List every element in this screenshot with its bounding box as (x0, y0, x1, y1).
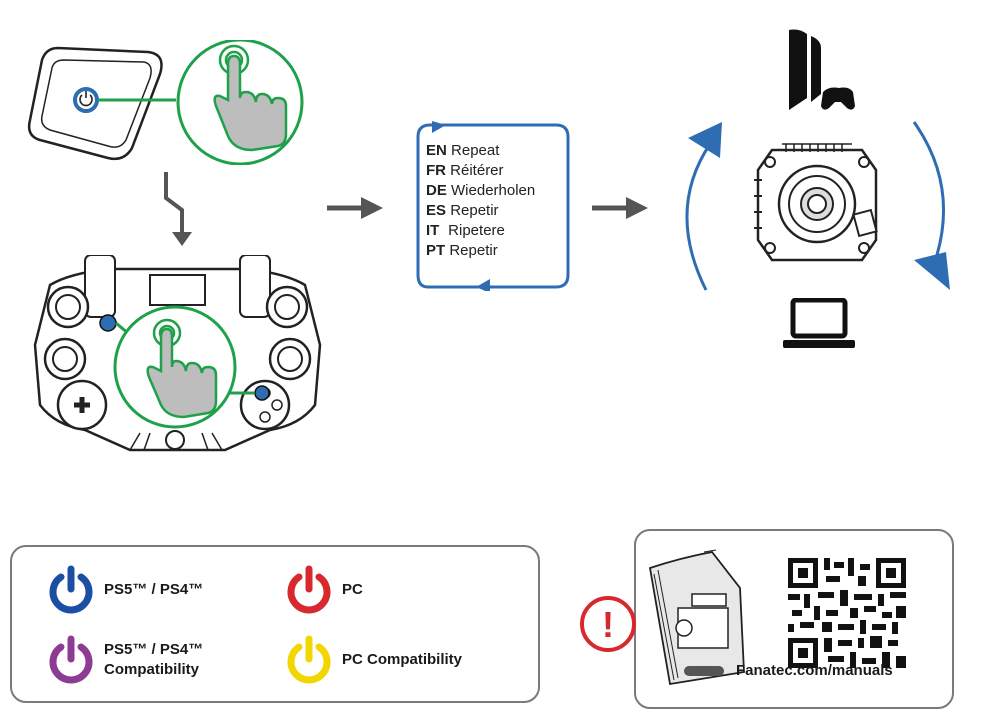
repeat-instruction-list: EN Repeat FR Réitérer DE Wiederholen ES … (426, 141, 535, 261)
legend-item-ps: PS5™ / PS4™ (46, 565, 203, 615)
lang-row-en: EN Repeat (426, 142, 500, 159)
repeat-loop-frame (416, 121, 570, 291)
power-icon (49, 635, 93, 684)
wheel-hub-illustration (33, 255, 322, 452)
warning-icon: ! (580, 596, 636, 652)
rim-button-blue-left (99, 314, 117, 332)
svg-text:!: ! (602, 604, 614, 645)
qr-code-icon[interactable] (788, 558, 906, 668)
playstation-console-icon (789, 29, 855, 110)
manuals-url[interactable]: Fanatec.com/manuals (736, 662, 893, 679)
manual-booklet-icon (648, 549, 745, 686)
lang-row-pt: PT Repetir (426, 242, 498, 259)
power-icon (49, 565, 93, 614)
hand-press-icon (146, 318, 218, 419)
legend-item-pc: PC (284, 565, 363, 615)
power-icon (287, 635, 331, 684)
wheel-base-icon (754, 143, 878, 262)
lang-row-fr: FR Réitérer (426, 162, 504, 179)
right-arrow-1 (327, 197, 383, 219)
hand-press-icon (213, 44, 288, 152)
down-arrow (164, 172, 192, 246)
compatibility-legend: PS5™ / PS4™ PC PS5™ / PS4™ Compatibility… (10, 545, 540, 703)
power-icon (287, 565, 331, 614)
legend-item-pc-compat: PC Compatibility (284, 635, 462, 685)
rim-button-blue-right (254, 385, 270, 401)
gamepad-icon (821, 87, 855, 110)
cycle-arrows (685, 121, 950, 291)
lang-row-es: ES Repetir (426, 202, 499, 219)
power-button-highlight (73, 87, 99, 113)
legend-item-ps-compat: PS5™ / PS4™ Compatibility (46, 635, 203, 685)
laptop-icon (783, 298, 855, 348)
rim-button-illustration (27, 40, 304, 165)
right-arrow-2 (592, 197, 648, 219)
lang-row-it: IT Ripetere (426, 222, 505, 239)
lang-row-de: DE Wiederholen (426, 182, 536, 199)
